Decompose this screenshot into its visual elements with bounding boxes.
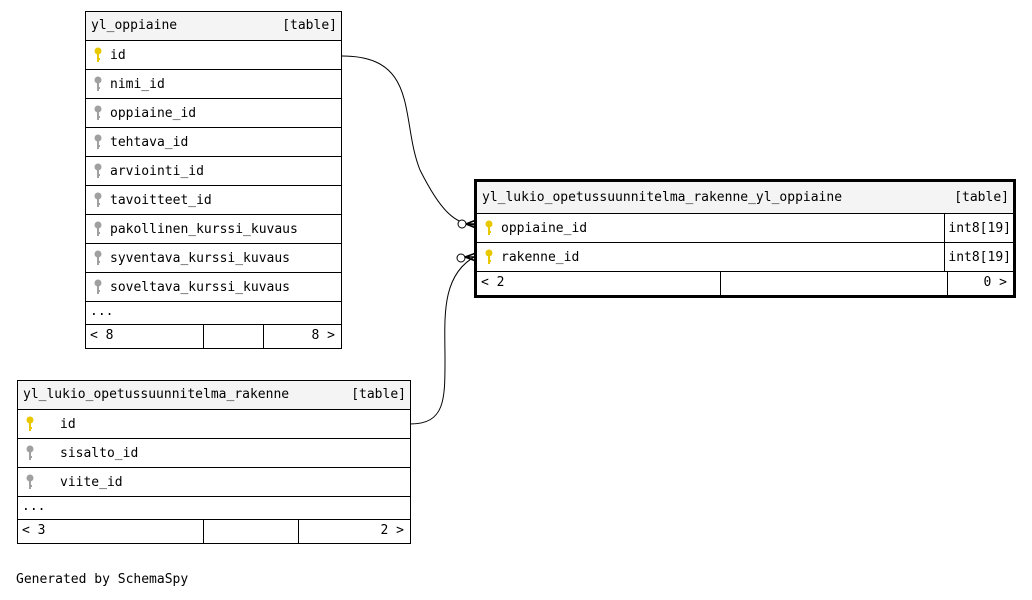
table-kind: [table] — [954, 190, 1009, 205]
key-icon — [86, 250, 110, 266]
column-name[interactable]: arviointi_id — [110, 163, 204, 179]
children-count[interactable]: 8 > — [311, 328, 335, 343]
relationship-oppiaine-id-optional-marker — [457, 219, 467, 229]
column-row[interactable]: viite_id — [18, 468, 410, 497]
footer-middle-cell — [204, 325, 264, 348]
column-name[interactable]: syventava_kurssi_kuvaus — [110, 250, 291, 266]
column-name[interactable]: rakenne_id — [501, 249, 580, 265]
table-footer: < 3 2 > — [18, 520, 410, 543]
column-row[interactable]: tehtava_id — [86, 128, 341, 157]
footer-middle-cell — [721, 272, 948, 295]
column-row[interactable]: oppiaine_id int8[19] — [477, 214, 1013, 243]
children-count[interactable]: 0 > — [983, 275, 1007, 290]
column-row[interactable]: sisalto_id — [18, 439, 410, 468]
table-header[interactable]: yl_lukio_opetussuunnitelma_rakenne [tabl… — [18, 381, 410, 410]
key-icon — [86, 76, 110, 92]
more-columns[interactable]: ... — [86, 302, 341, 325]
key-icon — [18, 416, 42, 432]
column-name[interactable]: tavoitteet_id — [110, 192, 212, 208]
generated-by-caption: Generated by SchemaSpy — [16, 572, 189, 587]
more-columns[interactable]: ... — [18, 497, 410, 520]
column-row[interactable]: syventava_kurssi_kuvaus — [86, 244, 341, 273]
table-header[interactable]: yl_oppiaine [table] — [86, 12, 341, 41]
column-name[interactable]: viite_id — [60, 474, 123, 490]
index-key-icon — [94, 163, 102, 178]
column-row[interactable]: oppiaine_id — [86, 99, 341, 128]
table-footer: < 8 8 > — [86, 325, 341, 348]
footer-middle-cell — [204, 520, 299, 543]
key-icon — [86, 221, 110, 237]
relationship-oppiaine-id — [341, 55, 477, 226]
relationship-rakenne-id-optional-marker — [456, 253, 466, 263]
column-row[interactable]: arviointi_id — [86, 157, 341, 186]
column-name[interactable]: tehtava_id — [110, 134, 189, 150]
column-name[interactable]: oppiaine_id — [501, 220, 588, 236]
index-key-icon — [94, 250, 102, 265]
index-key-icon — [26, 474, 34, 489]
index-key-icon — [94, 279, 102, 294]
children-count[interactable]: 2 > — [380, 523, 404, 538]
index-key-icon — [94, 192, 102, 207]
parents-count[interactable]: < 3 — [18, 520, 204, 543]
table-name[interactable]: yl_lukio_opetussuunnitelma_rakenne — [23, 387, 290, 402]
table-footer: < 2 0 > — [477, 272, 1013, 295]
primary-key-icon — [485, 249, 493, 264]
key-icon — [477, 220, 501, 236]
key-icon — [86, 134, 110, 150]
table-kind: [table] — [282, 18, 337, 33]
key-icon — [477, 249, 501, 265]
column-row[interactable]: id — [86, 41, 341, 70]
index-key-icon — [94, 221, 102, 236]
column-name[interactable]: id — [60, 416, 76, 432]
primary-key-icon — [94, 47, 102, 62]
table-yl-lukio-opetussuunnitelma-rakenne-yl-oppiaine[interactable]: yl_lukio_opetussuunnitelma_rakenne_yl_op… — [474, 179, 1016, 298]
index-key-icon — [94, 105, 102, 120]
table-header[interactable]: yl_lukio_opetussuunnitelma_rakenne_yl_op… — [477, 182, 1013, 214]
relationship-rakenne-id — [409, 255, 477, 425]
table-kind: [table] — [351, 387, 406, 402]
key-icon — [86, 279, 110, 295]
key-icon — [86, 47, 110, 63]
column-row[interactable]: pakollinen_kurssi_kuvaus — [86, 215, 341, 244]
parents-count[interactable]: < 8 — [86, 325, 204, 348]
key-icon — [86, 163, 110, 179]
column-row[interactable]: nimi_id — [86, 70, 341, 99]
parents-count[interactable]: < 2 — [477, 272, 721, 295]
column-name[interactable]: pakollinen_kurssi_kuvaus — [110, 221, 298, 237]
primary-key-icon — [26, 416, 34, 431]
key-icon — [86, 192, 110, 208]
table-yl-oppiaine[interactable]: yl_oppiaine [table] id nimi_id oppiaine_id… — [85, 11, 342, 349]
key-icon — [18, 445, 42, 461]
index-key-icon — [94, 134, 102, 149]
column-name[interactable]: soveltava_kurssi_kuvaus — [110, 279, 291, 295]
column-row[interactable]: rakenne_id int8[19] — [477, 243, 1013, 272]
index-key-icon — [94, 76, 102, 91]
column-type: int8[19] — [944, 214, 1013, 242]
table-name[interactable]: yl_oppiaine — [91, 18, 178, 33]
key-icon — [86, 105, 110, 121]
column-name[interactable]: sisalto_id — [60, 445, 139, 461]
column-name[interactable]: id — [110, 47, 126, 63]
column-name[interactable]: nimi_id — [110, 76, 165, 92]
column-name[interactable]: oppiaine_id — [110, 105, 197, 121]
index-key-icon — [26, 445, 34, 460]
table-name[interactable]: yl_lukio_opetussuunnitelma_rakenne_yl_op… — [482, 190, 843, 205]
column-type: int8[19] — [944, 243, 1013, 271]
table-yl-lukio-opetussuunnitelma-rakenne[interactable]: yl_lukio_opetussuunnitelma_rakenne [tabl… — [17, 380, 411, 544]
column-row[interactable]: soveltava_kurssi_kuvaus — [86, 273, 341, 302]
column-row[interactable]: tavoitteet_id — [86, 186, 341, 215]
primary-key-icon — [485, 220, 493, 235]
key-icon — [18, 474, 42, 490]
column-row[interactable]: id — [18, 410, 410, 439]
